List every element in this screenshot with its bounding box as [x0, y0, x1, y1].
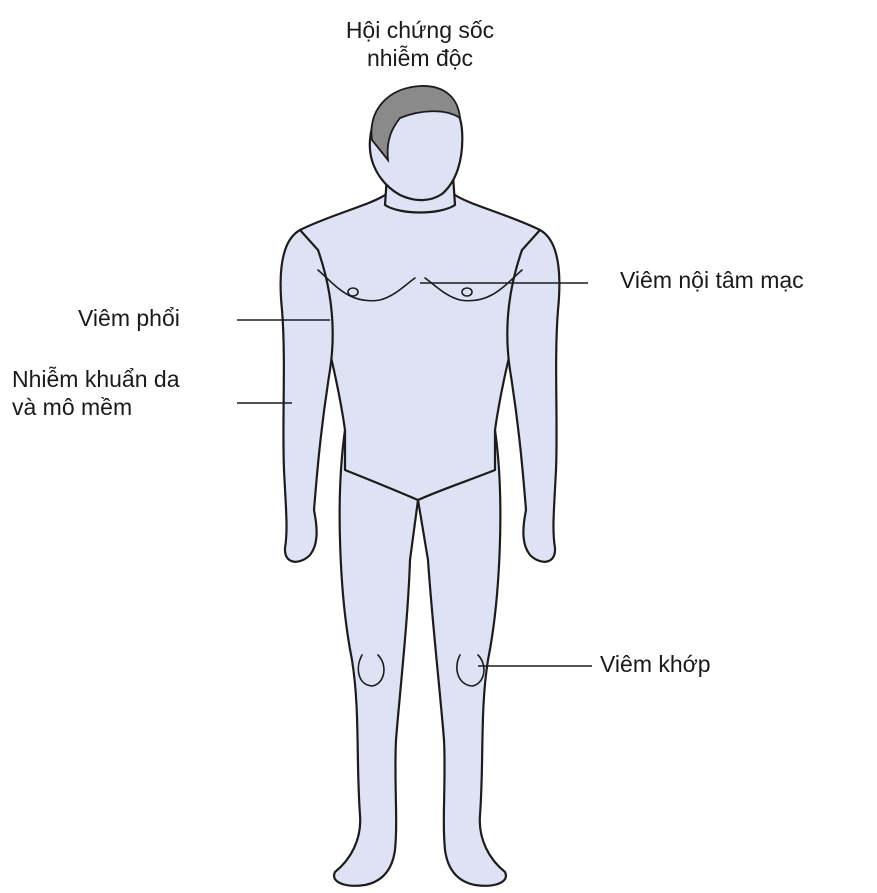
- label-skin-soft-tissue: Nhiễm khuẩn da và mô mềm: [12, 365, 180, 421]
- label-pneumonia: Viêm phổi: [78, 304, 180, 332]
- label-endocarditis: Viêm nội tâm mạc: [620, 266, 804, 294]
- label-arthritis: Viêm khớp: [600, 650, 711, 678]
- label-skin-line2: và mô mềm: [12, 393, 180, 421]
- label-toxic-shock-line1: Hội chứng sốc: [300, 16, 540, 44]
- left-arm: [281, 230, 333, 562]
- right-arm: [507, 230, 559, 562]
- left-leg: [334, 430, 418, 886]
- label-toxic-shock: Hội chứng sốc nhiễm độc: [300, 16, 540, 72]
- label-skin-line1: Nhiễm khuẩn da: [12, 365, 180, 393]
- right-leg: [418, 430, 506, 886]
- torso: [300, 195, 540, 500]
- label-toxic-shock-line2: nhiễm độc: [300, 44, 540, 72]
